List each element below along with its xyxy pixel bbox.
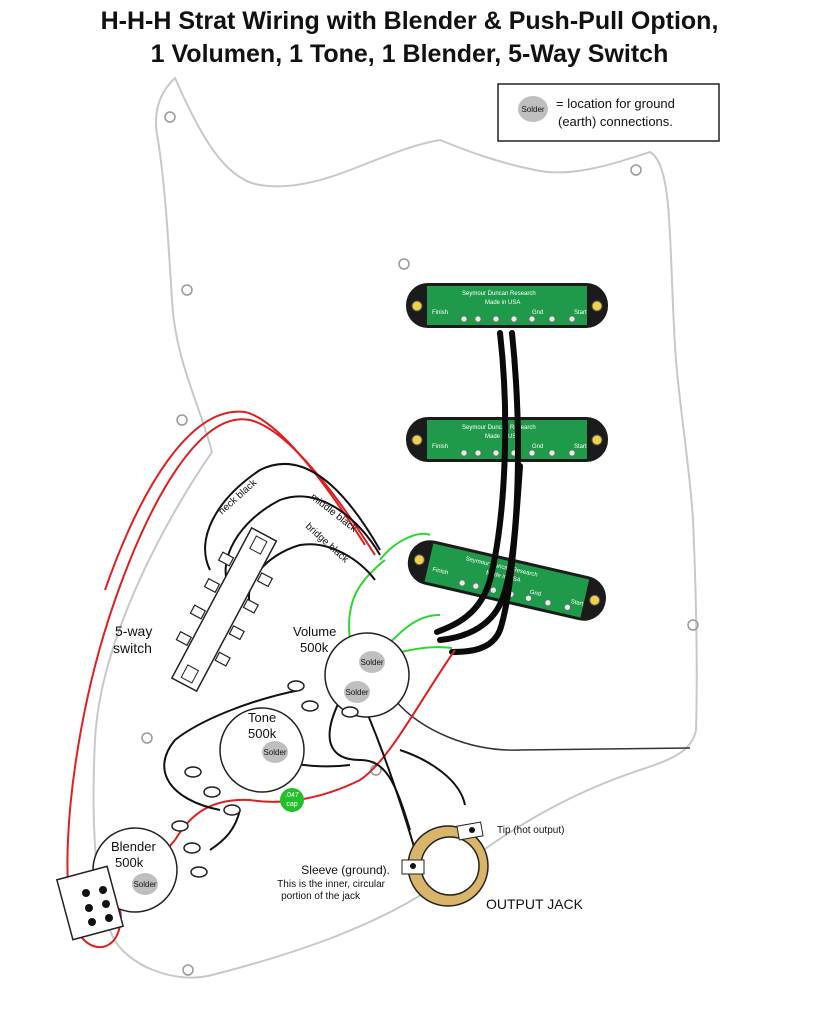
volume-label-1: Volume: [293, 624, 336, 639]
output-jack-label: OUTPUT JACK: [486, 896, 584, 912]
pickup-cables: [434, 330, 523, 655]
jack-tip-label: Tip (hot output): [497, 825, 564, 836]
legend: Solder = location for ground (earth) con…: [497, 83, 720, 142]
push-pull-switch: [55, 865, 125, 941]
legend-text-1: = location for ground: [556, 96, 675, 111]
pickup-neck-pin-finish: Finish: [432, 310, 448, 316]
tone-label-1: Tone: [248, 710, 276, 725]
pickup-bridge-pin-gnd: Gnd: [529, 590, 541, 598]
pickup-middle-brand: Seymour Duncan Research: [462, 425, 536, 431]
pickup-neck: Seymour Duncan Research Made in USA Fini…: [406, 283, 608, 328]
pickup-neck-brand: Seymour Duncan Research: [462, 291, 536, 297]
blender-label-2: 500k: [115, 855, 144, 870]
title-line-1: H-H-H Strat Wiring with Blender & Push-P…: [100, 7, 719, 35]
pickguard-inner-edge: [394, 699, 691, 751]
volume-label-2: 500k: [300, 640, 329, 655]
jack-sleeve-label-3: portion of the jack: [281, 891, 361, 902]
pickup-bridge-pin-finish: Finish: [432, 567, 449, 576]
blender-label-1: Blender: [111, 839, 156, 854]
tone-label-2: 500k: [248, 726, 277, 741]
pickup-middle-pin-gnd: Gnd: [532, 444, 543, 450]
volume-solder-bottom: Solder: [345, 688, 368, 697]
volume-solder-top: Solder: [360, 658, 383, 667]
pickguard-outline: [92, 76, 698, 979]
tone-solder: Solder: [263, 748, 286, 757]
title-line-2: 1 Volumen, 1 Tone, 1 Blender, 5-Way Swit…: [150, 40, 669, 68]
cap-label-1: .047: [285, 792, 299, 799]
pickup-neck-pin-start: Start: [574, 310, 587, 316]
output-jack: Tip (hot output) Sleeve (ground). This i…: [277, 821, 584, 912]
switch-label-1: 5-way: [115, 623, 152, 639]
legend-solder-marker: Solder: [521, 105, 544, 114]
tone-pot: Solder Tone 500k: [184, 707, 305, 816]
pickup-bridge-pin-start: Start: [570, 599, 584, 608]
jack-sleeve-label-2: This is the inner, circular: [277, 879, 385, 890]
pickup-neck-pin-gnd: Gnd: [532, 310, 543, 316]
jack-sleeve-label-1: Sleeve (ground).: [301, 863, 390, 877]
volume-pot: Solder Solder Volume 500k: [287, 624, 410, 718]
pickup-neck-origin: Made in USA: [485, 300, 520, 306]
switch-label-2: switch: [113, 640, 152, 656]
pickup-middle-pin-finish: Finish: [432, 444, 448, 450]
blender-solder: Solder: [133, 880, 156, 889]
legend-text-2: (earth) connections.: [558, 114, 673, 129]
five-way-switch: 5-way switch: [113, 526, 278, 693]
capacitor: .047 cap: [280, 788, 304, 812]
cap-label-2: cap: [286, 801, 297, 808]
pickup-middle-pin-start: Start: [574, 444, 587, 450]
